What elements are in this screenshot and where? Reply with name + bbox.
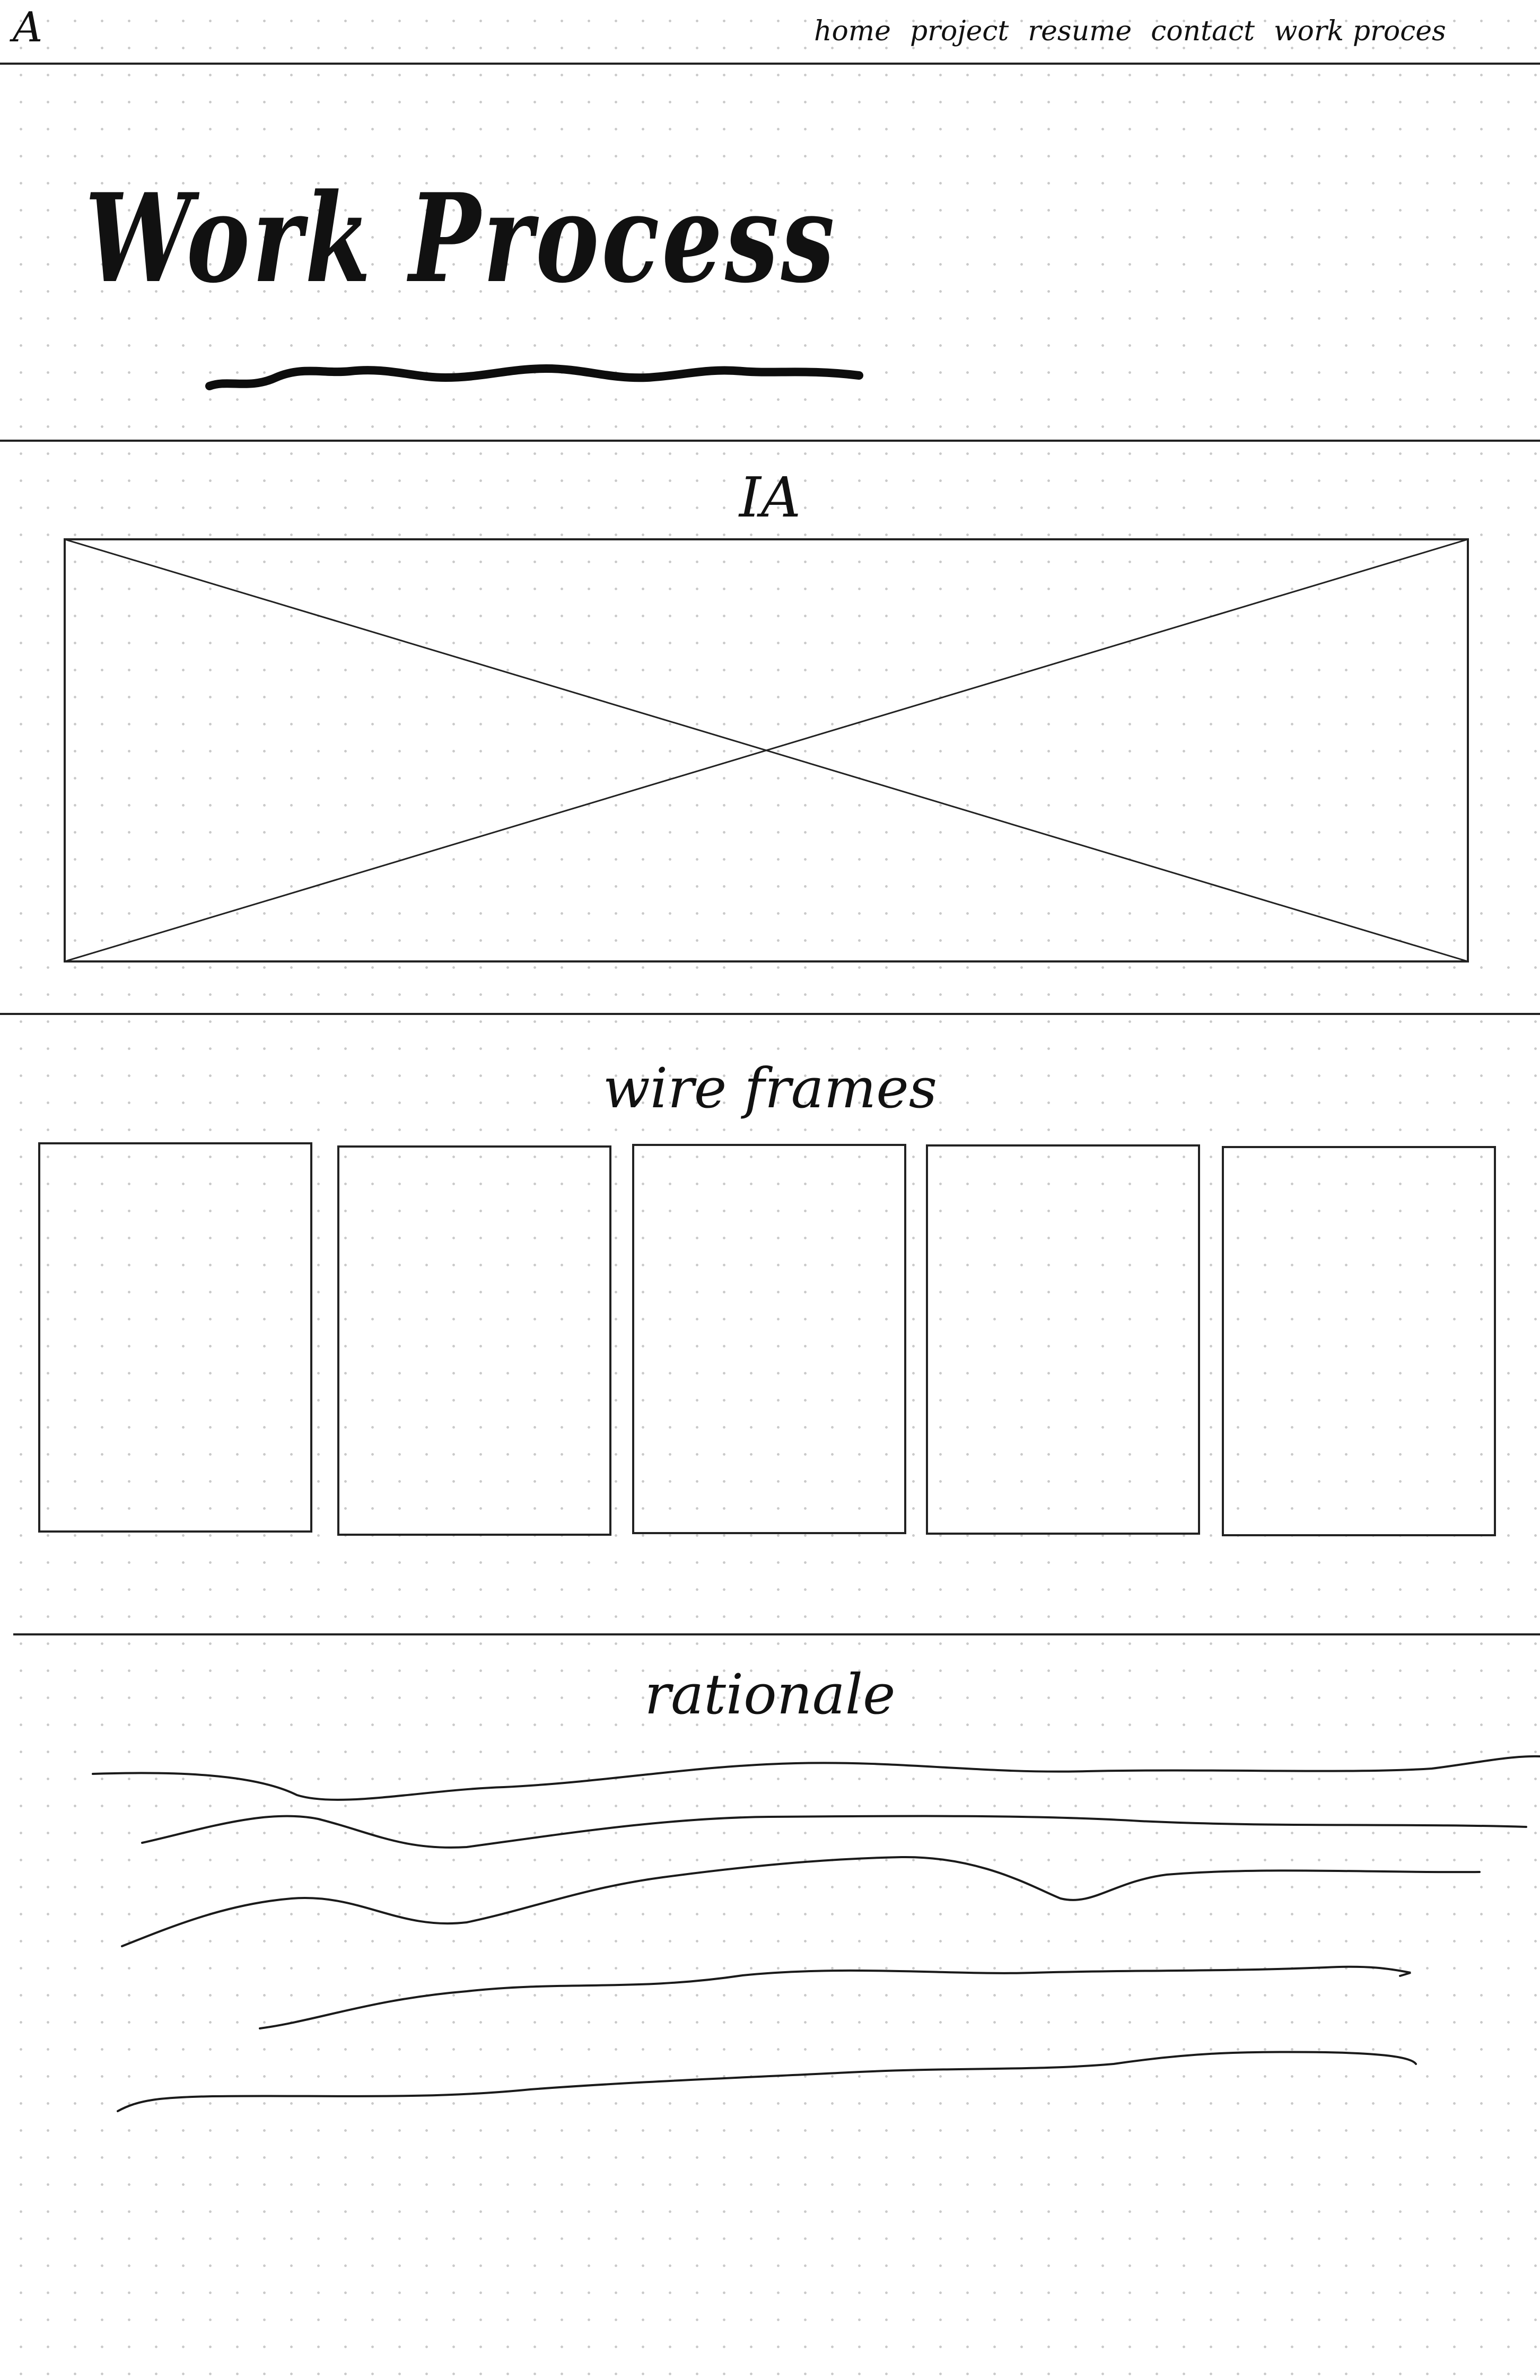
nav-resume[interactable]: resume xyxy=(1028,15,1132,47)
nav-project[interactable]: project xyxy=(909,15,1009,47)
wireframe-card-4 xyxy=(926,1144,1200,1535)
nav-home[interactable]: home xyxy=(814,15,891,47)
wireframe-card-1 xyxy=(38,1142,312,1533)
header-divider xyxy=(0,63,1540,65)
top-nav: home project resume contact work proces xyxy=(814,7,1446,55)
ia-section-title: IA xyxy=(739,465,801,530)
ia-image-placeholder xyxy=(64,538,1469,962)
nav-work-process[interactable]: work proces xyxy=(1274,15,1446,47)
wireframe-card-2 xyxy=(337,1145,611,1536)
wireframe-card-5 xyxy=(1222,1146,1496,1536)
nav-contact[interactable]: contact xyxy=(1151,15,1255,47)
wireframe-card-3 xyxy=(632,1144,906,1534)
section-divider-wireframes xyxy=(0,1013,1540,1015)
page-title: Work Process xyxy=(85,167,837,310)
rationale-section-title: rationale xyxy=(644,1662,896,1727)
section-divider-ia xyxy=(0,440,1540,442)
logo[interactable]: A xyxy=(13,4,43,51)
wireframes-section-title: wire frames xyxy=(602,1056,938,1121)
section-divider-rationale xyxy=(13,1633,1540,1635)
